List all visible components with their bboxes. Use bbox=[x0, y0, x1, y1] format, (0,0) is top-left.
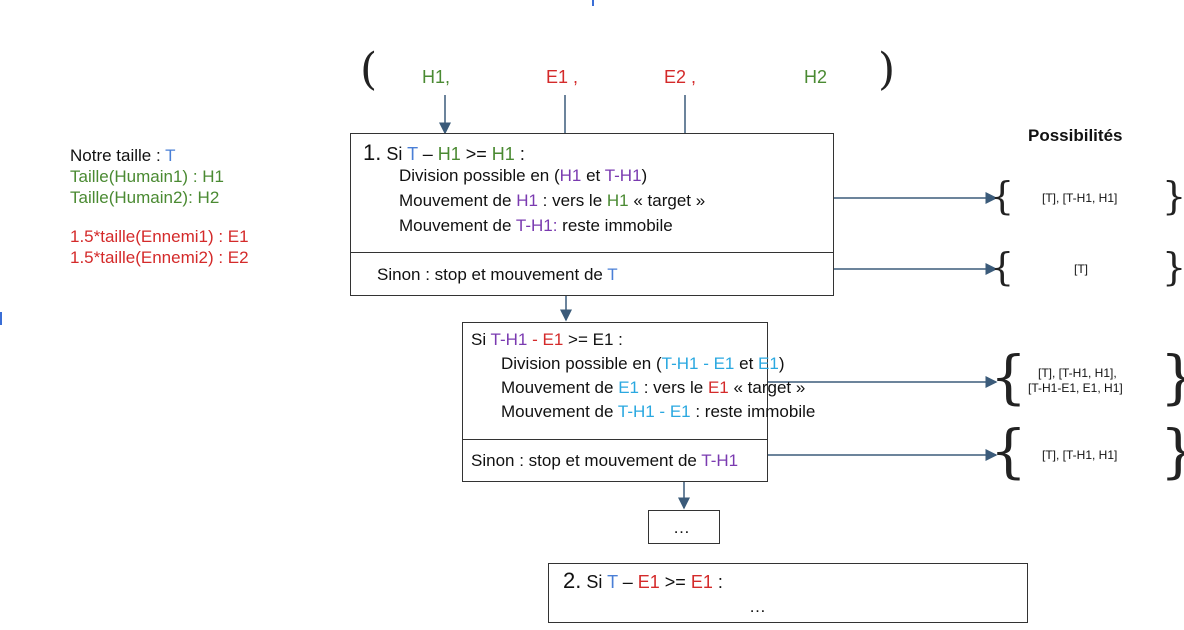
result-1: { [T], [T-H1, H1] } bbox=[990, 174, 1184, 220]
box2-divider bbox=[463, 439, 767, 440]
result-4-text: [T], [T-H1, H1] bbox=[1042, 448, 1118, 462]
box1-condition: 1. Si T – H1 >= H1 : bbox=[363, 140, 525, 165]
box1-divider bbox=[351, 252, 833, 253]
result-3-close-brace: } bbox=[1160, 348, 1184, 406]
legend: Notre taille : T Taille(Humain1) : H1 Ta… bbox=[70, 145, 249, 268]
top-item-h2: H2 bbox=[804, 67, 828, 87]
result-2-text: [T] bbox=[1074, 262, 1088, 276]
result-4: { [T], [T-H1, H1] } bbox=[990, 417, 1184, 488]
legend-line-size: Notre taille : T bbox=[70, 146, 176, 165]
top-item-e2: E2 , bbox=[664, 67, 697, 87]
top-item-e1: E1 , bbox=[546, 67, 579, 87]
box2-else: Sinon : stop et mouvement de T-H1 bbox=[471, 451, 739, 470]
box2-condition: Si T-H1 - E1 >= E1 : bbox=[471, 330, 623, 349]
possibilites-title: Possibilités bbox=[1028, 126, 1123, 145]
result-4-close-brace: } bbox=[1160, 422, 1184, 480]
result-3-text-line2: [T-H1-E1, E1, H1] bbox=[1028, 381, 1123, 395]
left-bracket: ( bbox=[360, 44, 378, 95]
box1-movement-th1: Mouvement de T-H1: reste immobile bbox=[399, 216, 673, 235]
result-2-close-brace: } bbox=[1162, 245, 1184, 289]
continuation-ellipsis: … bbox=[673, 518, 690, 537]
box2-division: Division possible en (T-H1 - E1 et E1) bbox=[501, 354, 785, 373]
result-3: { [T], [T-H1, H1], [T-H1-E1, E1, H1] } bbox=[990, 343, 1184, 414]
result-3-text-line1: [T], [T-H1, H1], bbox=[1038, 366, 1117, 380]
box3-ellipsis: … bbox=[749, 597, 766, 616]
result-1-open-brace: { bbox=[990, 174, 1015, 218]
box2-movement-e1: Mouvement de E1 : vers le E1 « target » bbox=[501, 378, 806, 397]
result-1-close-brace: } bbox=[1162, 174, 1184, 218]
box1-else: Sinon : stop et mouvement de T bbox=[377, 265, 618, 284]
result-1-text: [T], [T-H1, H1] bbox=[1042, 191, 1118, 205]
condition-box-1: 1. Si T – H1 >= H1 : Division possible e… bbox=[350, 133, 834, 296]
box1-division: Division possible en (H1 et T-H1) bbox=[399, 166, 648, 185]
continuation-box: … bbox=[648, 510, 720, 544]
right-bracket: ) bbox=[878, 44, 896, 95]
result-4-open-brace: { bbox=[990, 417, 1027, 485]
box2-movement-th1e1: Mouvement de T-H1 - E1 : reste immobile bbox=[501, 402, 816, 421]
legend-line-e2: 1.5*taille(Ennemi2) : E2 bbox=[70, 248, 249, 267]
result-2: { [T] } bbox=[990, 245, 1184, 291]
legend-line-h1: Taille(Humain1) : H1 bbox=[70, 167, 224, 186]
condition-box-3: 2. Si T – E1 >= E1 : … bbox=[548, 563, 1028, 623]
box3-condition: 2. Si T – E1 >= E1 : bbox=[563, 568, 723, 593]
legend-line-e1: 1.5*taille(Ennemi1) : E1 bbox=[70, 227, 249, 246]
condition-box-2: Si T-H1 - E1 >= E1 : Division possible e… bbox=[462, 322, 815, 482]
top-bracket-list: ( H1, E1 , E2 , H2 ) bbox=[360, 48, 900, 98]
top-item-h1: H1, bbox=[422, 67, 451, 87]
result-2-open-brace: { bbox=[990, 245, 1015, 289]
result-3-open-brace: { bbox=[990, 343, 1027, 411]
legend-line-h2: Taille(Humain2): H2 bbox=[70, 188, 220, 207]
box1-movement-h1: Mouvement de H1 : vers le H1 « target » bbox=[399, 191, 706, 210]
